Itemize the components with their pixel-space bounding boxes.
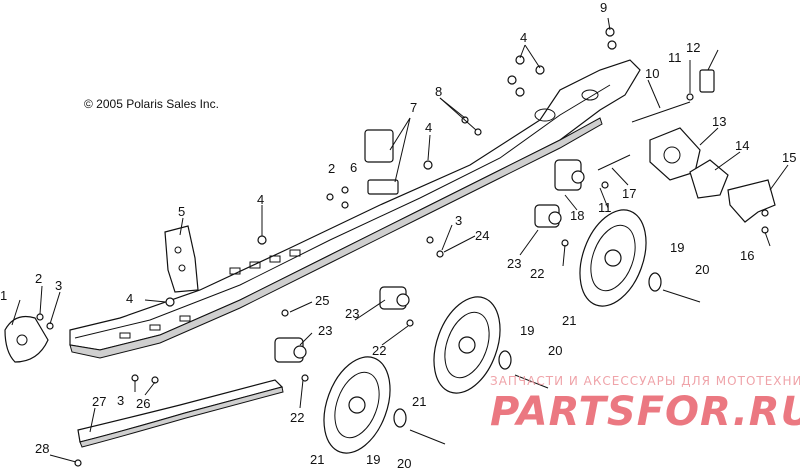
callout-16: 16	[740, 248, 754, 263]
wear-strip	[77, 379, 284, 448]
callout-5: 5	[178, 204, 185, 219]
callout-1: 1	[0, 288, 7, 303]
callout-18: 18	[570, 208, 584, 223]
callout-11b: 11	[598, 200, 612, 215]
callout-4c: 4	[257, 192, 264, 207]
callout-28: 28	[35, 441, 49, 456]
callout-24: 24	[475, 228, 489, 243]
callout-4d: 4	[126, 291, 133, 306]
callout-22b: 22	[372, 343, 386, 358]
callout-21b: 21	[412, 394, 426, 409]
callout-27: 27	[92, 394, 106, 409]
leader-lines	[11, 17, 789, 463]
callout-11: 11	[668, 50, 682, 65]
callout-2b: 2	[35, 271, 42, 286]
callout-15: 15	[782, 150, 796, 165]
callout-3b: 3	[55, 278, 62, 293]
callout-20b: 20	[548, 343, 562, 358]
callout-17: 17	[622, 186, 636, 201]
callout-22c: 22	[290, 410, 304, 425]
idler-wheels	[323, 209, 647, 454]
blocks	[274, 129, 585, 363]
callout-21: 21	[562, 313, 576, 328]
axle-bolts	[393, 272, 701, 445]
watermark-brand: PARTSFOR.RU	[490, 389, 800, 435]
fasteners	[36, 27, 769, 467]
callout-3c: 3	[117, 393, 124, 408]
callout-19b: 19	[520, 323, 534, 338]
callout-25: 25	[315, 293, 329, 308]
callout-4b: 4	[425, 120, 432, 135]
front-bracket-plate	[164, 225, 199, 293]
callout-14: 14	[735, 138, 749, 153]
callout-9: 9	[600, 0, 607, 15]
callout-23: 23	[507, 256, 521, 271]
callout-19c: 19	[366, 452, 380, 467]
rear-axle-components	[597, 69, 776, 223]
watermark-subtitle: ЗАПЧАСТИ И АКСЕССУАРЫ ДЛЯ МОТОТЕХНИКИ	[490, 374, 800, 388]
callout-8: 8	[435, 84, 442, 99]
copyright-text: © 2005 Polaris Sales Inc.	[84, 97, 219, 111]
callout-13: 13	[712, 114, 726, 129]
callout-23c: 23	[345, 306, 359, 321]
callout-6: 6	[350, 160, 357, 175]
callout-19: 19	[670, 240, 684, 255]
callout-23b: 23	[318, 323, 332, 338]
callout-22: 22	[530, 266, 544, 281]
callout-20c: 20	[397, 456, 411, 471]
callout-20: 20	[695, 262, 709, 277]
callout-3: 3	[455, 213, 462, 228]
callout-12: 12	[686, 40, 700, 55]
callout-26: 26	[136, 396, 150, 411]
watermark: ЗАПЧАСТИ И АКСЕССУАРЫ ДЛЯ МОТОТЕХНИКИ PA…	[490, 374, 800, 435]
callout-21c: 21	[310, 452, 324, 467]
callout-7: 7	[410, 100, 417, 115]
callout-4: 4	[520, 30, 527, 45]
callout-10: 10	[645, 66, 659, 81]
callout-2: 2	[328, 161, 335, 176]
slide-rail	[69, 59, 641, 359]
